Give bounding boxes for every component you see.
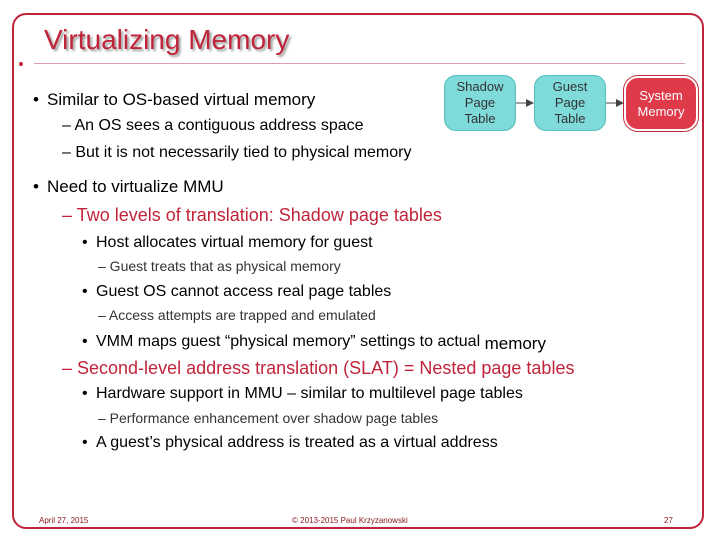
- bullet-2-sub-1: – Two levels of translation: Shadow page…: [62, 205, 442, 225]
- bullet-marker: •: [82, 333, 88, 350]
- title-accent-dot: [19, 62, 23, 66]
- footer-copyright: © 2013-2015 Paul Krzyzanowski: [292, 516, 408, 525]
- bullet-2-sub-1-a-i: – Guest treats that as physical memory: [98, 258, 341, 274]
- box-label-line: Page: [554, 95, 586, 110]
- bullet-marker: •: [82, 434, 88, 451]
- bullet-1-sub-1: – An OS sees a contiguous address space: [62, 117, 364, 134]
- bullet-text: A guest’s physical address is treated as…: [96, 434, 498, 451]
- bullet-text-tail: memory: [484, 334, 546, 353]
- title-underline: [34, 63, 685, 64]
- box-label-line: Shadow: [456, 79, 504, 94]
- bullet-2-sub-1-c: • VMM maps guest “physical memory” settin…: [82, 331, 546, 353]
- bullet-marker: •: [33, 90, 39, 109]
- guest-page-table-box: Guest Page Table: [534, 75, 606, 131]
- slide-frame: [12, 13, 704, 529]
- bullet-marker: •: [82, 234, 88, 251]
- slide-title: Virtualizing Memory: [44, 24, 290, 55]
- shadow-page-table-box: Shadow Page Table: [444, 75, 516, 131]
- box-label-line: System: [639, 87, 683, 103]
- system-memory-box: System Memory: [624, 76, 698, 131]
- bullet-text: Hardware support in MMU – similar to mul…: [96, 385, 523, 402]
- box-label-line: Table: [554, 111, 586, 126]
- footer-date: April 27, 2015: [39, 516, 89, 525]
- bullet-1: • Similar to OS-based virtual memory: [33, 90, 315, 110]
- box-label-line: Memory: [637, 103, 685, 119]
- bullet-text: Guest OS cannot access real page tables: [96, 283, 392, 300]
- bullet-2-sub-2-a-i: – Performance enhancement over shadow pa…: [98, 410, 439, 426]
- bullet-2: • Need to virtualize MMU: [33, 177, 224, 197]
- bullet-2-sub-1-b-i: – Access attempts are trapped and emulat…: [98, 307, 376, 323]
- bullet-2-sub-2-a: • Hardware support in MMU – similar to mu…: [82, 385, 523, 403]
- box-label-line: Page: [464, 95, 496, 110]
- bullet-1-sub-2: – But it is not necessarily tied to phys…: [62, 144, 412, 161]
- footer-page-number: 27: [664, 516, 673, 525]
- bullet-marker: •: [33, 177, 39, 196]
- bullet-2-sub-1-b: • Guest OS cannot access real page tables: [82, 283, 391, 301]
- bullet-text: Need to virtualize MMU: [47, 177, 224, 196]
- bullet-text: VMM maps guest “physical memory” setting…: [96, 333, 485, 350]
- bullet-2-sub-2-b: • A guest’s physical address is treated a…: [82, 434, 498, 452]
- bullet-text: Host allocates virtual memory for guest: [96, 234, 373, 251]
- bullet-2-sub-1-a: • Host allocates virtual memory for guest: [82, 234, 373, 252]
- box-label-line: Guest: [552, 79, 588, 94]
- bullet-marker: •: [82, 283, 88, 300]
- bullet-text: Similar to OS-based virtual memory: [47, 90, 316, 109]
- bullet-marker: •: [82, 385, 88, 402]
- box-label-line: Table: [464, 111, 496, 126]
- bullet-2-sub-2: – Second-level address translation (SLAT…: [62, 358, 575, 378]
